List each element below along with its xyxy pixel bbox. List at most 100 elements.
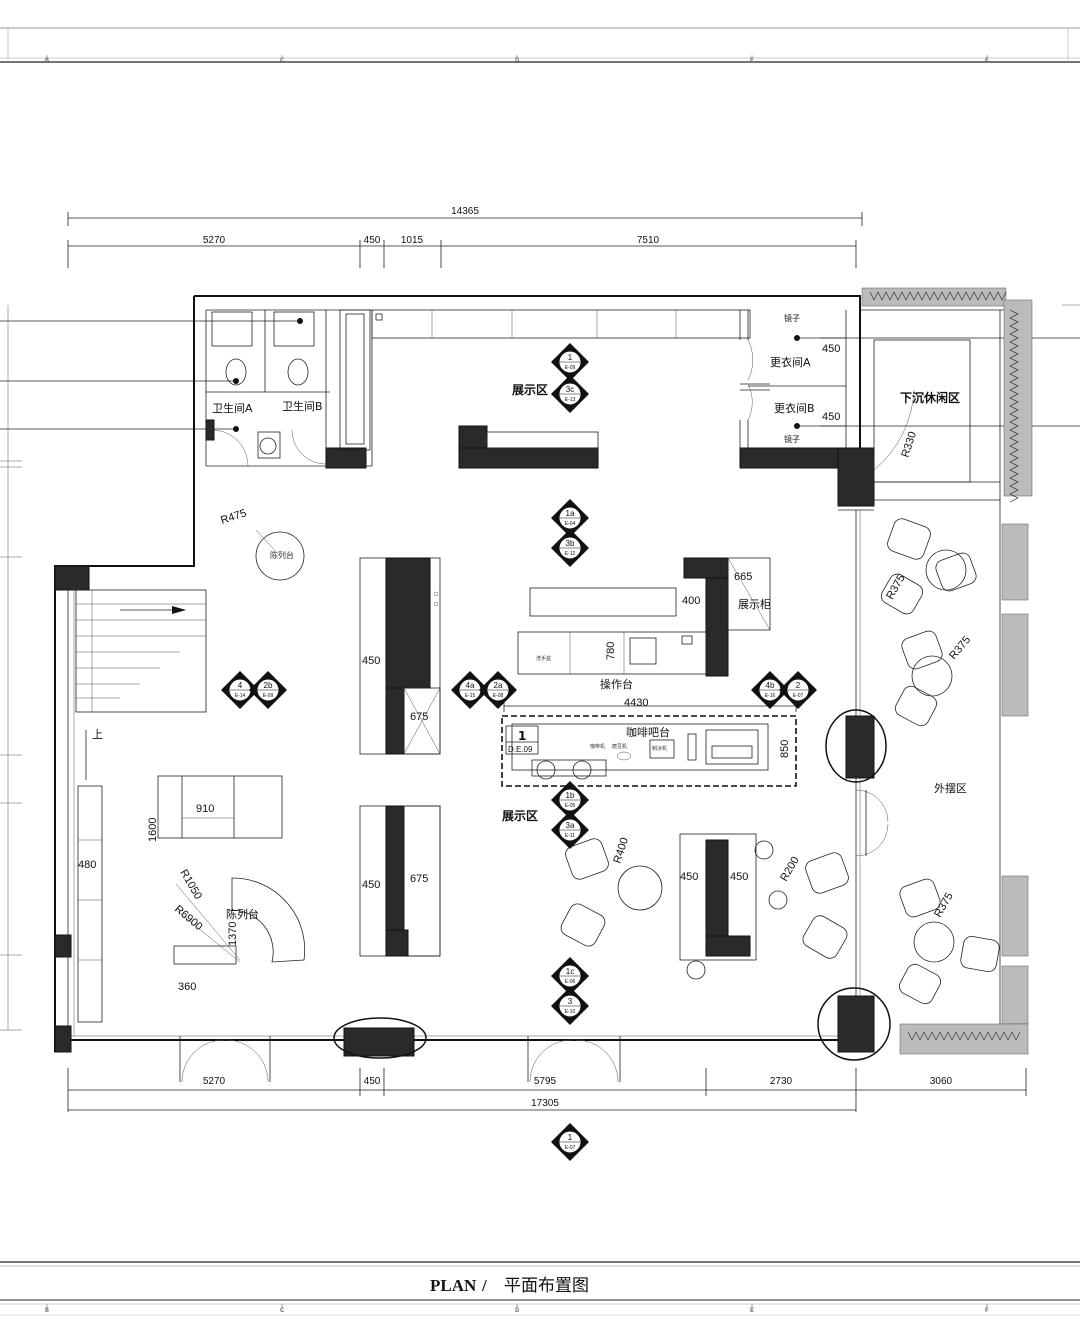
dim-bottom-seg3: 5795 [534,1076,557,1087]
section-marker: 2E-07 [779,671,817,709]
dim-bottom-seg2: 450 [364,1076,381,1087]
dim-changing-b: 450 [822,411,840,423]
section-marker-id: 2b [264,681,273,690]
room-display-top: 展示区 [512,383,548,397]
dim-r375-bottom: R375 [932,891,956,920]
dim-bottom-seg5: 3060 [930,1076,953,1087]
dim-bottom-seg1: 5270 [203,1076,226,1087]
section-marker-sheet: E-14 [235,693,246,699]
dim-780: 780 [605,642,617,660]
section-marker-id: 1a [566,509,575,518]
section-marker-sheet: E-11 [565,833,575,839]
section-marker-sheet: E-04 [565,521,576,527]
section-marker-id: 3b [566,539,575,548]
restrooms: 卫生间A 卫生间B [205,309,371,469]
section-marker-id: 3 [568,997,573,1006]
dim-rack1-675: 675 [410,711,428,723]
mirror-a-label: 镜子 [784,313,800,323]
display-cabinet-label: 展示柜 [738,598,771,611]
section-marker-sheet: E-15 [465,693,476,699]
section-marker-id: 1 [568,1133,573,1142]
dim-rack1-450: 450 [362,655,380,667]
light-point-icon [233,426,239,432]
equip-grinder: 磨豆机 [612,743,627,750]
bottom-dimensions: 5270 450 5795 2730 3060 17305 [67,1068,1027,1112]
section-marker-id: 3c [566,385,574,394]
light-point-icon [794,423,800,429]
left-display-table: 910 1600 R1050 R6900 1370 360 陈列台 [147,775,306,993]
dim-island-l: 450 [680,871,698,883]
section-marker: 1aE-04 [551,499,589,537]
room-display-center: 展示区 [502,809,538,823]
section-marker-sheet: E-10 [565,1009,576,1015]
section-marker-id: 4b [766,681,775,690]
title-plan-cn: 平面布置图 [504,1276,589,1296]
dim-top-seg1: 5270 [203,235,226,246]
dim-rack2-675: 675 [410,873,428,885]
outdoor-area: R375 R375 外摆区 R375 [333,518,1000,1061]
axis-label-b-bottom: B [45,1308,49,1314]
entry-doors [179,1036,621,1083]
dim-bottom-overall: 17305 [531,1098,559,1109]
section-marker: 1bE-05 [551,781,589,819]
dim-r375-top2: R375 [947,634,973,662]
room-restroom-b: 卫生间B [282,399,323,413]
section-marker-sheet: E-08 [493,693,504,699]
dim-top-seg3: 1015 [401,235,424,246]
axis-label-c: C [280,58,285,64]
coffee-bar-label: 咖啡吧台 [626,725,670,739]
equip-ice-machine: 制冰机 [652,745,667,752]
section-marker-sheet: E-12 [565,551,576,557]
equip-label: 洗手盆 [536,655,551,662]
stair-up-label: 上 [92,728,103,741]
dim-910: 910 [196,803,214,815]
dim-850: 850 [779,740,791,758]
staircase: 上 480 [75,589,207,1023]
arrow-up-icon [172,606,186,614]
dim-1370: 1370 [227,922,239,946]
center-lounge-furniture: R400 450 450 R200 [560,833,849,980]
axis-label-e: E [750,58,754,64]
outdoor-area-label: 外摆区 [934,781,967,795]
section-marker: 3bE-12 [551,529,589,567]
title-plan-en: PLAN [430,1276,477,1295]
section-marker: 1E-07 [551,1123,589,1161]
dim-r200: R200 [778,855,802,884]
coffee-bar: 4430 850 咖啡吧台 咖啡机 磨豆机 制冰机 1 D.E.09 [501,697,797,787]
deo-marker-number: 1 [518,729,526,743]
dim-665: 665 [734,571,752,583]
section-marker: 4bE-16 [751,671,789,709]
room-restroom-a: 卫生间A [212,401,253,415]
light-point-icon [297,318,303,324]
round-table-label: 陈列台 [270,550,294,560]
axis-leaders [0,304,1080,1031]
dim-r6900: R6900 [172,903,205,933]
section-marker: 3E-10 [551,987,589,1025]
axis-label-c-bottom: C [280,1308,285,1314]
section-marker-sheet: E-13 [565,397,576,403]
dim-r400: R400 [611,836,631,865]
dim-top-seg4: 7510 [637,235,660,246]
dim-bottom-seg4: 2730 [770,1076,793,1087]
section-marker-id: 4 [238,681,243,690]
sheet-frame: B C D E F B C D E F [0,27,1080,1316]
section-marker-id: 2a [494,681,503,690]
axis-label-d-bottom: D [515,1308,520,1314]
axis-label-b: B [45,58,49,64]
dim-360: 360 [178,981,196,993]
room-changing-a: 更衣间A [770,355,811,369]
section-marker-sheet: E-07 [793,693,804,699]
section-marker-sheet: E-07 [565,1145,576,1151]
section-marker-sheet: E-16 [765,693,776,699]
dim-4430: 4430 [624,697,648,709]
axis-label-f: F [985,58,989,64]
dim-island-r: 450 [730,871,748,883]
title-separator: / [481,1276,487,1295]
section-marker-id: 4a [466,681,475,690]
section-markers: 1E-093cE-131aE-043bE-124E-142bE-094aE-15… [221,343,817,1161]
sunken-lounge: 下沉休闲区 R330 [860,287,1033,1055]
section-marker: 4aE-15 [451,671,489,709]
section-marker-sheet: E-06 [565,979,576,985]
section-marker: 2bE-09 [249,671,287,709]
drawing-title: PLAN / 平面布置图 [430,1276,589,1296]
